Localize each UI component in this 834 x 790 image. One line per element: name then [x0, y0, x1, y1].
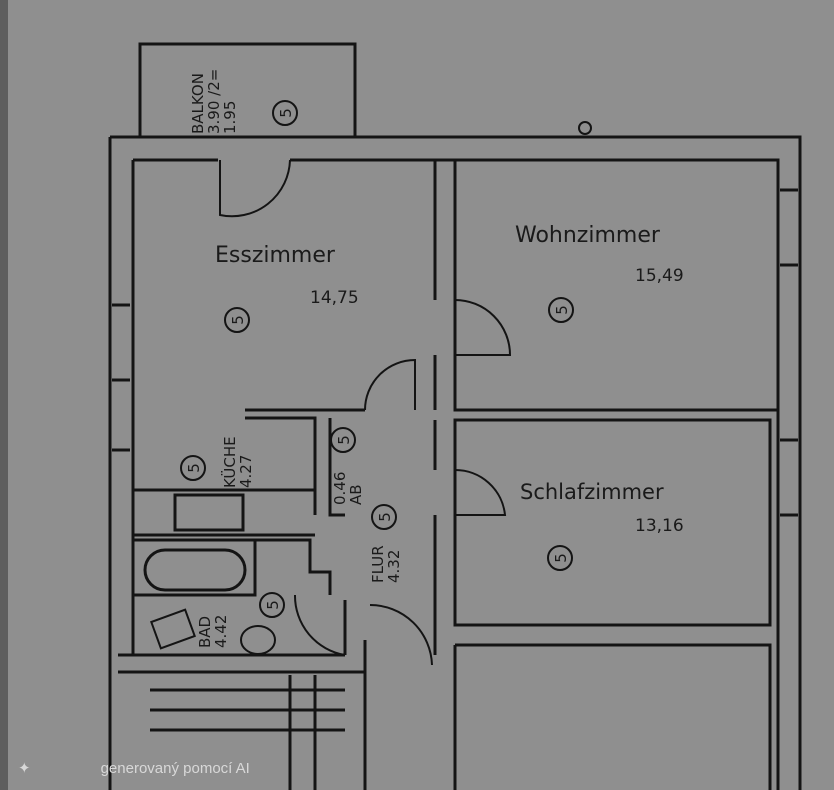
room-area-esszimmer: 14,75	[310, 288, 359, 308]
room-code: 5	[335, 435, 353, 445]
schlafzimmer-room	[453, 418, 772, 627]
watermark-text: generovaný pomocí AI	[100, 760, 250, 777]
room-name-wohnzimmer: Wohnzimmer	[515, 223, 661, 248]
room-name-esszimmer: Esszimmer	[215, 243, 336, 268]
room-area-flur: 4.32	[385, 550, 403, 583]
balkon-area: 1.95	[221, 101, 239, 134]
room-code: 5	[264, 600, 282, 610]
room-area-bad: 4.42	[212, 615, 230, 648]
room-name-ab: AB	[347, 484, 365, 505]
room-code: 5	[552, 553, 570, 563]
room-area-schlafzimmer: 13,16	[635, 516, 684, 536]
balcony	[138, 42, 357, 139]
room-name-schlafzimmer: Schlafzimmer	[520, 480, 664, 504]
sparkle-icon: ✦	[18, 760, 31, 777]
room-area-kuche: 4.27	[237, 455, 255, 488]
room-name-bad: BAD	[196, 616, 214, 648]
room-code: 5	[229, 315, 247, 325]
balkon-calc: 3.90 /2=	[205, 69, 223, 134]
room-code: 5	[277, 108, 295, 118]
room-code: 5	[376, 512, 394, 522]
doors	[150, 121, 592, 666]
room-name-flur: FLUR	[369, 545, 387, 583]
room-area-ab: 0.46	[331, 472, 349, 505]
room-name-kuche: KÜCHE	[220, 436, 239, 488]
walls	[0, 0, 802, 790]
wohnzimmer-room	[453, 158, 780, 412]
watermark: ✦ generovaný pomocí AI	[18, 759, 320, 777]
room-code: 5	[553, 305, 571, 315]
room-code: 5	[185, 463, 203, 473]
balkon-name: BALKON	[189, 73, 207, 134]
room-area-wohnzimmer: 15,49	[635, 266, 684, 286]
labels: Esszimmer 14,75 5 Wohnzimmer 15,49 5 Sch…	[180, 69, 684, 648]
